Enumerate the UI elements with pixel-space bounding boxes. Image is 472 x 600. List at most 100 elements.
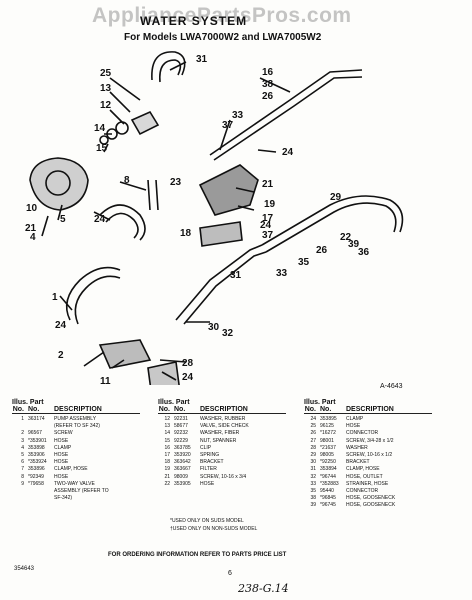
illus-number: 33 [310,480,316,487]
callout-number: 21 [25,223,37,234]
part-description: HOSE [54,452,69,459]
callout-number: 16 [262,67,274,78]
callout-number: 13 [100,83,112,94]
part-number: 363667 [174,466,191,473]
part-description: WASHER [346,444,368,451]
part-number: *96744 [320,473,336,480]
illus-number: 13 [164,423,170,430]
gooseneck-hose-38 [151,51,186,81]
illus-number: 39 [310,502,316,509]
callout-number: 11 [100,376,111,385]
part-number: *353901 [28,437,47,444]
part-description: HOSE [54,459,69,466]
illus-number: 7 [21,466,24,473]
illus-number: 31 [310,466,316,473]
column-header: No.No.DESCRIPTION [304,406,432,414]
callout-number: 31 [196,54,208,65]
part-description: HOSE [54,437,69,444]
pump-assembly [29,157,89,211]
callout-number: 30 [208,322,220,333]
part-number: 92229 [174,437,188,444]
callout-number: 35 [298,257,310,268]
part-description: HOSE, GOOSENECK [346,495,396,502]
column-header-top: Illus. Part [304,399,336,406]
callout-number: 24 [282,147,294,158]
callout-number: 36 [358,247,370,258]
watermark-text: AppliancePartsPros.com [92,4,352,27]
part-description: CLAMP, HOSE [346,466,380,473]
part-description: SCREW, 10-16 x 3/4 [200,473,247,480]
bracket-18 [199,221,243,247]
part-description: CLIP [200,444,212,451]
callout-number: 29 [330,192,342,203]
illus-number: 2 [21,430,24,437]
part-number: 353905 [174,480,191,487]
part-description: SF-342) [54,495,73,502]
part-number: *96845 [320,495,336,502]
page-subtitle: For Models LWA7000W2 and LWA7005W2 [124,32,322,43]
two-way-valve [98,339,152,369]
part-number: 92232 [174,430,188,437]
part-number: *79658 [28,480,44,487]
part-number: 363174 [28,416,45,422]
part-description: FILTER [200,466,217,473]
part-number: 363785 [174,444,191,451]
parts-row: 38 *96845 HOSE, GOOSENECK [304,495,432,502]
part-description: HOSE, GOOSENECK [346,502,396,509]
callout-number: 24 [55,320,67,331]
illus-number: 27 [310,437,316,444]
part-description: SCREW, 3/4-28 x 1/2 [346,437,394,444]
illus-number: 12 [164,416,170,422]
parts-row: 27 98001 SCREW, 3/4-28 x 1/2 [304,438,432,445]
callout-number: 38 [262,79,274,90]
hose-long [209,69,363,156]
outlet-hose-32 [175,244,263,321]
part-description: BRACKET [346,459,370,466]
illus-number: 30 [310,459,316,466]
callout-number: 15 [96,143,108,154]
callout-number: 23 [170,177,182,188]
illus-number: 15 [164,437,170,444]
handwritten-note: 238-G.14 [238,582,289,595]
part-number: 353894 [320,466,337,473]
callout-number: 32 [222,328,234,339]
part-number: 98001 [320,437,334,444]
part-description: STRAINER, HOSE [346,480,389,487]
hose-3 [65,266,121,321]
callout-number: 12 [100,100,112,111]
parts-row: SF-342) [12,495,140,502]
part-number: *16272 [320,430,336,437]
part-description: HOSE [200,480,215,487]
callout-number: 24 [260,220,272,231]
illus-number: 5 [21,452,24,459]
illus-number: 38 [310,495,316,502]
callout-number: 2 [58,350,64,361]
illus-number: 24 [310,416,316,422]
column-header-top: Illus. Part [158,399,190,406]
illus-number: 19 [164,466,170,473]
part-description: SCREW, 10-16 x 1/2 [346,452,393,459]
part-number: *96745 [320,502,336,509]
callout-number: 31 [230,270,242,281]
